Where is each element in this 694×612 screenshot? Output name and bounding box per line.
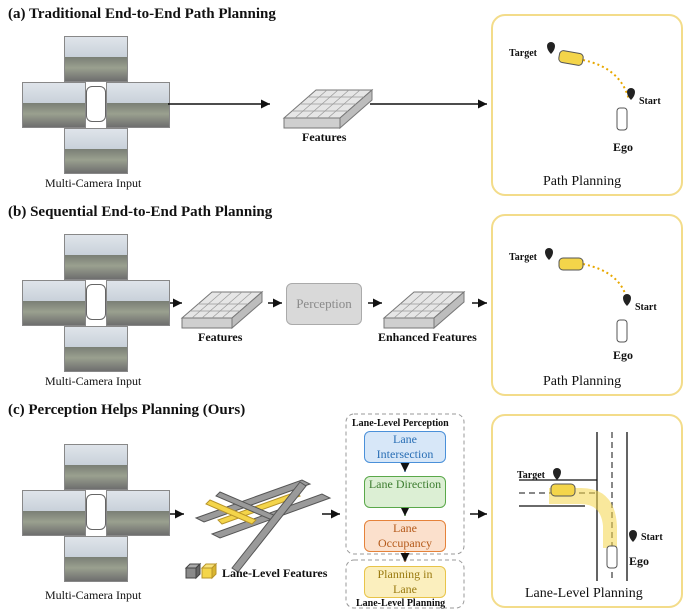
planning-group-label: Lane-Level Planning: [356, 598, 446, 609]
ego-label-a: Ego: [613, 140, 634, 154]
target-label-b: Target: [509, 252, 537, 263]
ego-label-b: Ego: [613, 348, 634, 362]
planning-in-lane-box: Planning in Lane: [364, 566, 446, 598]
input-caption-a: Multi-Camera Input: [45, 176, 142, 190]
features-grid-icon-a: [282, 88, 374, 130]
camera-rear-image: [64, 536, 128, 582]
section-a-title: (a) Traditional End-to-End Path Planning: [8, 6, 276, 22]
lane-intersection-box: Lane Intersection: [364, 431, 446, 463]
input-caption-c: Multi-Camera Input: [45, 588, 142, 602]
camera-left-image: [22, 280, 86, 326]
ego-car-icon: [86, 86, 106, 122]
section-b-title: (b) Sequential End-to-End Path Planning: [8, 204, 273, 220]
panel-label-c: Lane-Level Planning: [525, 586, 643, 601]
lane-features-legend-icon: [184, 562, 218, 580]
lane-direction-box: Lane Direction: [364, 476, 446, 508]
camera-right-image: [106, 490, 170, 536]
features-grid-icon-b2: [382, 290, 466, 330]
camera-front-image: [64, 444, 128, 490]
lane-planning-svg: [519, 432, 637, 581]
panel-label-b: Path Planning: [543, 374, 622, 389]
camera-left-image: [22, 490, 86, 536]
start-label-c: Start: [641, 532, 663, 543]
section-c-title: (c) Perception Helps Planning (Ours): [8, 402, 246, 418]
enhanced-features-label: Enhanced Features: [378, 330, 477, 344]
camera-right-image: [106, 82, 170, 128]
start-label-b: Start: [635, 302, 657, 313]
lane-features-label: Lane-Level Features: [222, 566, 328, 580]
features-grid-icon-b1: [180, 290, 264, 330]
lane-features-icon: [194, 479, 332, 573]
target-label-a: Target: [509, 48, 537, 59]
path-planning-svg-a: [547, 42, 635, 131]
camera-left-image: [22, 82, 86, 128]
camera-front-image: [64, 36, 128, 82]
ego-car-icon: [86, 494, 106, 530]
lane-level-planning-panel: Target Start Ego Lane-Level Planning: [491, 414, 683, 608]
path-planning-svg-b: [545, 248, 631, 343]
start-label-a: Start: [639, 96, 661, 107]
ego-car-icon: [86, 284, 106, 320]
perception-box: Perception: [286, 283, 362, 325]
path-planning-panel-a: Target Start Ego Path Planning: [491, 14, 683, 196]
lane-occupancy-box: Lane Occupancy: [364, 520, 446, 552]
features-label-a: Features: [302, 130, 347, 144]
camera-rear-image: [64, 326, 128, 372]
camera-front-image: [64, 234, 128, 280]
panel-label-a: Path Planning: [543, 174, 622, 189]
ego-label-c: Ego: [629, 554, 650, 568]
features-label-b: Features: [198, 330, 243, 344]
input-caption-b: Multi-Camera Input: [45, 374, 142, 388]
perception-group-label: Lane-Level Perception: [352, 418, 449, 429]
target-label-c: Target: [517, 470, 545, 481]
path-planning-panel-b: Target Start Ego Path Planning: [491, 214, 683, 396]
camera-right-image: [106, 280, 170, 326]
camera-rear-image: [64, 128, 128, 174]
